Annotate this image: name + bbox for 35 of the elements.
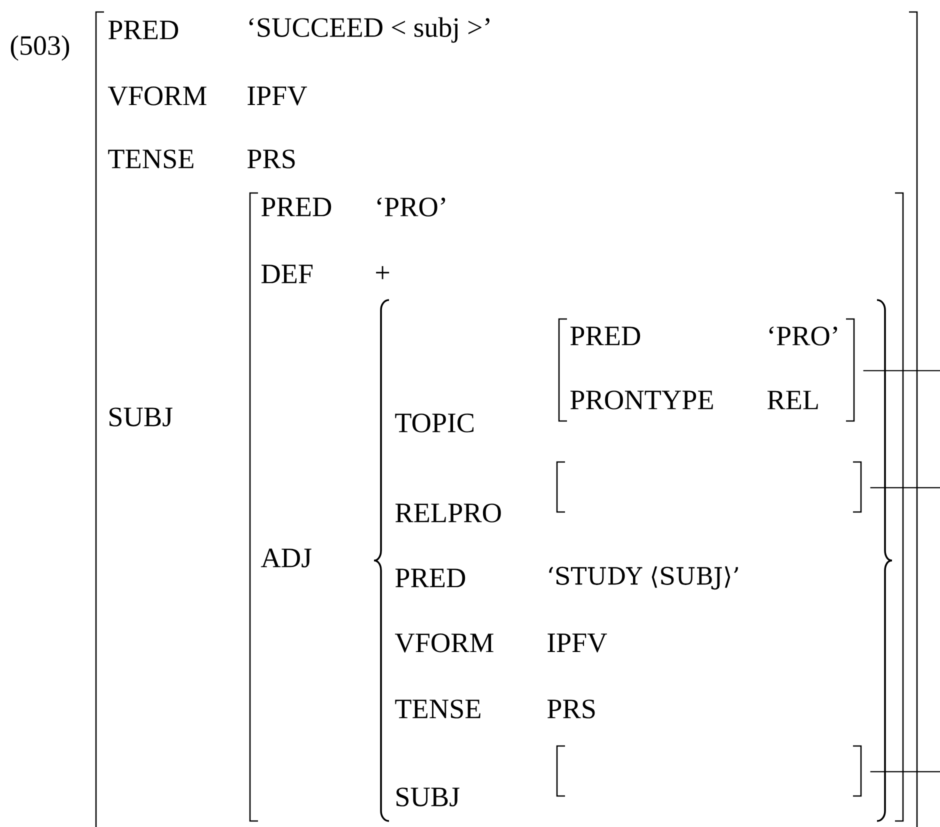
fs-text: RELPRO: [395, 504, 501, 522]
fs-text: ‘SUCCEED < subj >’: [249, 17, 490, 43]
empty-matrix: [556, 461, 862, 513]
link-line: [870, 487, 940, 488]
attribute-value-matrix: [249, 192, 904, 822]
fs-text: PRONTYPE: [570, 390, 713, 410]
fs-text: ‘STUDY ⟨SUBJ⟩’: [549, 566, 738, 590]
fs-text: SUBJ: [110, 408, 172, 426]
fs-text: IPFV: [248, 86, 308, 106]
fs-text: ADJ: [260, 548, 312, 568]
fs-text: +: [376, 266, 390, 280]
fs-text: PRS: [547, 700, 595, 718]
fs-text: ‘PRO’: [377, 198, 446, 216]
fs-text: ‘PRO’: [769, 326, 838, 346]
fs-text: SUBJ: [396, 788, 460, 806]
fs-text: REL: [767, 390, 818, 410]
fs-text: TOPIC: [395, 414, 474, 432]
example-number: (503): [10, 35, 70, 61]
fs-text: TENSE: [395, 700, 480, 718]
empty-matrix: [556, 745, 862, 797]
fs-text: IPFV: [548, 634, 608, 652]
attribute-value-matrix: [558, 318, 855, 422]
fs-text: TENSE: [108, 150, 194, 168]
link-line: [863, 370, 940, 372]
fs-text: DEF: [261, 264, 313, 284]
fs-text: PRED: [108, 20, 178, 40]
fs-text: PRED: [395, 568, 466, 588]
fs-text: PRS: [247, 150, 295, 168]
fs-text: VFORM: [394, 634, 494, 652]
fs-text: PRED: [570, 326, 640, 346]
set-brace: [373, 299, 893, 822]
attribute-value-matrix: [95, 11, 918, 827]
fs-text: PRED: [261, 198, 332, 216]
link-line: [870, 771, 940, 772]
fs-text: VFORM: [108, 86, 206, 106]
